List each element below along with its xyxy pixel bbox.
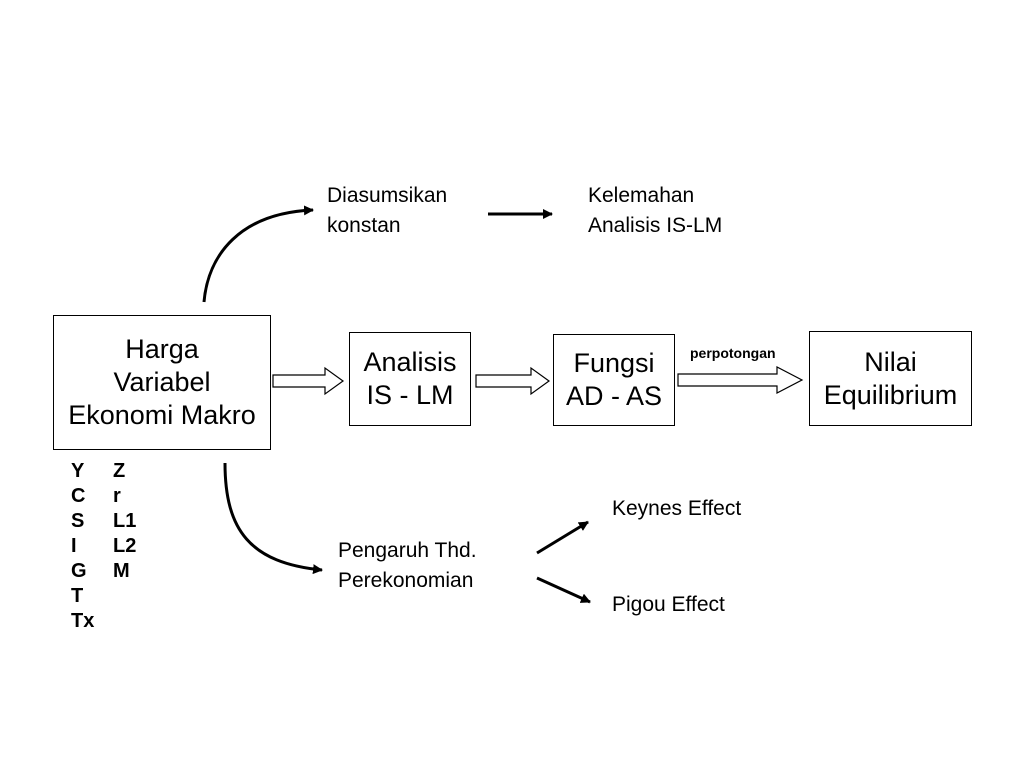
block-arrow-1 (272, 366, 345, 396)
variable-right: M (113, 560, 130, 582)
curved-arrow-up (202, 205, 314, 303)
label-kelemahan-line-1: Kelemahan (588, 184, 695, 207)
label-diasumsikan-konstan: Diasumsikan konstan (327, 181, 447, 242)
variable-row: I L2 (71, 534, 136, 559)
variable-row: C r (71, 484, 136, 509)
variable-left: Y (71, 460, 85, 482)
box-harga-line-3: Ekonomi Makro (68, 399, 256, 430)
box-analisis-line-1: Analisis (363, 347, 457, 378)
variable-row: Y Z (71, 459, 136, 484)
variable-right: Z (113, 460, 126, 482)
variable-row: Tx (71, 609, 136, 634)
label-pengaruh: Pengaruh Thd. Perekonomian (338, 536, 477, 597)
label-diasumsikan-line-1: Diasumsikan (327, 184, 448, 207)
variable-row: G M (71, 559, 136, 584)
box-nilai-line-1: Nilai (864, 346, 917, 377)
variable-left: Tx (71, 610, 95, 632)
box-analisis-line-2: IS - LM (366, 380, 454, 410)
box-harga-variabel: Harga Variabel Ekonomi Makro (53, 315, 271, 450)
variable-list: Y Z C r S L1 I L2 G M T Tx (71, 459, 136, 634)
variable-right: r (113, 485, 121, 507)
label-pigou-effect: Pigou Effect (612, 593, 725, 616)
block-arrow-3 (677, 366, 804, 394)
box-nilai-equilibrium: Nilai Equilibrium (809, 331, 972, 426)
label-pengaruh-line-2: Perekonomian (338, 569, 474, 593)
label-perpotongan: perpotongan (690, 345, 776, 361)
label-kelemahan: Kelemahan Analisis IS-LM (588, 181, 722, 242)
variable-left: S (71, 510, 85, 532)
variable-right: L2 (113, 535, 137, 557)
variable-row: T (71, 584, 136, 609)
curved-arrow-down (223, 462, 323, 575)
box-fungsi-line-1: Fungsi (573, 348, 655, 379)
variable-row: S L1 (71, 509, 136, 534)
label-diasumsikan-line-2: konstan (327, 214, 401, 238)
label-kelemahan-line-2: Analisis IS-LM (588, 214, 723, 238)
variable-left: G (71, 560, 87, 582)
variable-left: C (71, 485, 86, 507)
label-keynes-effect: Keynes Effect (612, 497, 742, 520)
arrow-to-pigou (536, 576, 591, 604)
box-harga-line-1: Harga (125, 334, 199, 365)
label-pengaruh-line-1: Pengaruh Thd. (338, 539, 477, 562)
box-analisis-islm: Analisis IS - LM (349, 332, 471, 426)
block-arrow-2 (475, 366, 551, 396)
arrow-to-keynes (536, 520, 589, 555)
box-harga-line-2: Variabel (113, 367, 211, 398)
box-nilai-line-2: Equilibrium (823, 379, 958, 410)
variable-right: L1 (113, 510, 137, 532)
variable-left: T (71, 585, 84, 607)
box-fungsi-adas: Fungsi AD - AS (553, 334, 675, 426)
box-fungsi-line-2: AD - AS (565, 381, 663, 411)
variable-left: I (71, 535, 77, 557)
